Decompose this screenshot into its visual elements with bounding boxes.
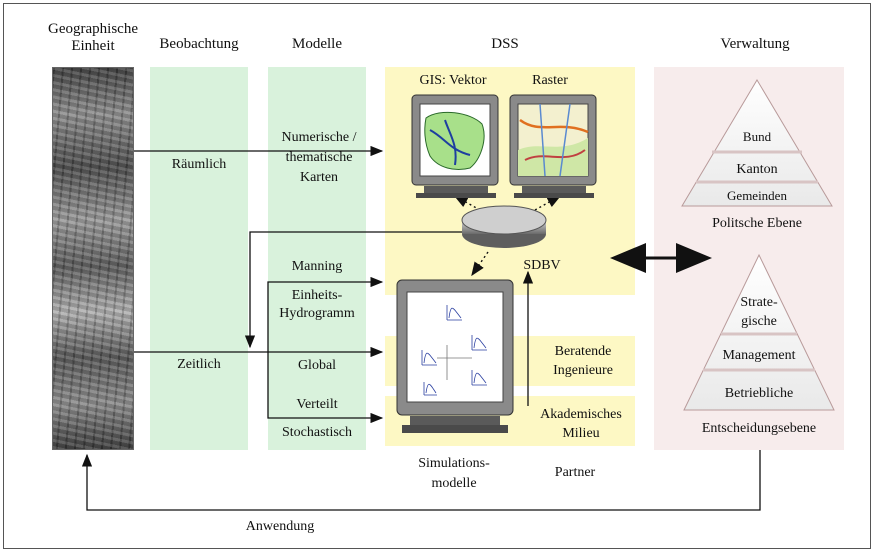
aerial-photo	[52, 67, 134, 450]
col-head-geo: Geographische Einheit	[48, 21, 138, 54]
label-betriebliche: Betriebliche	[724, 386, 794, 401]
label-numerische: Numerische / thematische Karten	[281, 130, 357, 185]
raster-monitor	[509, 94, 597, 198]
label-global: Global	[297, 358, 337, 373]
gis-vektor-monitor	[411, 94, 499, 198]
col-head-beobachtung: Beobachtung	[159, 36, 239, 52]
label-einheits: Einheits- Hydrogramm	[279, 288, 355, 321]
label-anwendung: Anwendung	[245, 519, 315, 534]
label-raster: Raster	[532, 73, 568, 88]
label-raeumlich: Räumlich	[171, 157, 227, 172]
dotted-arrow-sim	[471, 251, 489, 277]
label-zeitlich: Zeitlich	[177, 357, 221, 372]
political-pyramid	[681, 79, 833, 207]
label-gis-vektor: GIS: Vektor	[419, 73, 487, 88]
label-manning: Manning	[291, 259, 343, 274]
label-stochastisch: Stochastisch	[282, 425, 352, 440]
col-head-verwaltung: Verwaltung	[720, 36, 790, 52]
col-head-dss: DSS	[491, 36, 519, 52]
label-simulationsmodelle: Simulations- modelle	[418, 456, 490, 491]
label-akademisches: Akademisches Milieu	[540, 407, 622, 441]
label-sdbv: SDBV	[523, 258, 561, 273]
simulation-monitor	[396, 279, 514, 433]
modelle-band	[268, 67, 366, 450]
label-management: Management	[722, 348, 796, 363]
beobachtung-band	[150, 67, 248, 450]
sdbv-disk	[461, 205, 547, 248]
model-branch-line	[267, 276, 384, 352]
dotted-arrow-gis	[453, 195, 481, 211]
col-head-modelle: Modelle	[292, 36, 342, 52]
label-politische-ebene: Politsche Ebene	[712, 216, 802, 231]
label-entscheidungsebene: Entscheidungsebene	[701, 421, 817, 436]
figure-frame	[3, 3, 871, 549]
model-branch-lower	[267, 352, 384, 424]
label-partner: Partner	[554, 465, 596, 480]
label-verteilt: Verteilt	[296, 397, 338, 412]
label-bund: Bund	[742, 129, 772, 144]
label-gemeinden: Gemeinden	[727, 188, 787, 203]
dotted-arrow-raster	[534, 195, 562, 211]
label-kanton: Kanton	[736, 162, 778, 177]
label-beratende: Beratende Ingenieure	[553, 344, 613, 378]
sdbv-feedback-line	[244, 231, 470, 349]
decision-pyramid	[683, 253, 835, 411]
label-strategische: Strate- gische	[740, 295, 778, 329]
anwendung-line	[81, 450, 761, 511]
